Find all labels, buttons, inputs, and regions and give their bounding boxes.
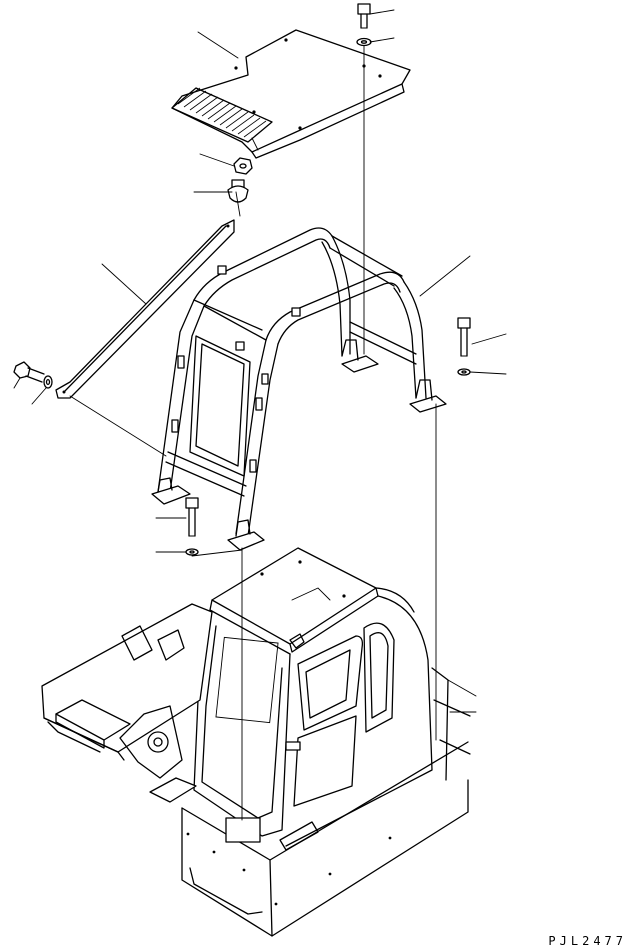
operator-cab [193,547,433,847]
leader-lines [13,9,507,821]
machine-body [41,603,471,937]
drawing-code: PJL2477 [548,934,627,948]
left-bolt [13,361,45,383]
nut [233,157,253,175]
front-washer [185,548,199,556]
diagonal-stay [55,219,235,399]
front-bolt [185,497,199,537]
right-washer [457,368,471,376]
top-cover-plate [171,29,411,159]
left-washer [43,375,53,389]
top-bolt [357,3,371,29]
top-washer [356,37,372,47]
knob [227,179,249,203]
rops-frame [151,227,447,551]
right-bolt [457,317,471,357]
